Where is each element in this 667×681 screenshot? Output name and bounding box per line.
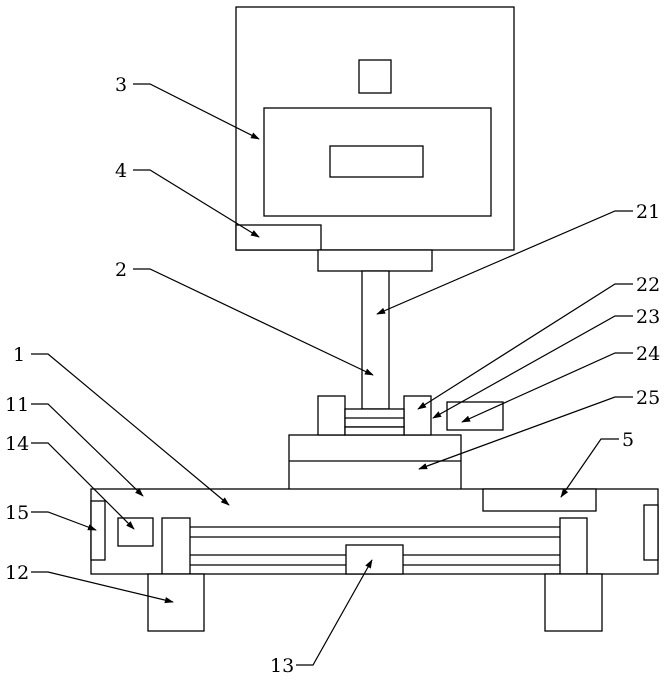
- label-2: 2: [115, 259, 127, 281]
- label-14: 14: [5, 433, 29, 455]
- label-12: 12: [5, 562, 29, 584]
- leader-22: [418, 284, 633, 409]
- housing-panel-window: [330, 146, 423, 177]
- support-column: [318, 250, 432, 409]
- rail-left-support: [162, 518, 190, 574]
- housing-top-square: [359, 60, 391, 93]
- label-25: 25: [636, 387, 660, 409]
- label-1: 1: [13, 344, 25, 366]
- leader-15: [31, 512, 96, 530]
- label-21: 21: [636, 201, 660, 223]
- rail-slider: [346, 545, 403, 574]
- label-5: 5: [622, 429, 634, 451]
- label-4: 4: [115, 160, 127, 182]
- leader-5: [561, 439, 619, 497]
- upper-housing: [236, 7, 514, 250]
- leader-13: [296, 560, 372, 665]
- label-11: 11: [5, 394, 29, 416]
- rail-right-support: [560, 518, 587, 574]
- label-15: 15: [5, 502, 29, 524]
- housing-corner-block: [236, 225, 321, 250]
- column-shaft: [362, 271, 389, 409]
- base-top-pad: [483, 489, 596, 511]
- right-foot: [545, 574, 602, 631]
- column-flange: [318, 250, 432, 271]
- label-23: 23: [636, 306, 660, 328]
- joint-right-ear: [404, 396, 431, 435]
- base-right-side-plate: [644, 505, 658, 560]
- leader-1: [31, 354, 229, 505]
- label-3: 3: [115, 74, 127, 96]
- label-13: 13: [270, 655, 294, 677]
- base-sensor-box: [118, 518, 153, 546]
- joint-assembly: [289, 396, 503, 490]
- joint-left-ear: [318, 396, 345, 435]
- label-22: 22: [636, 274, 660, 296]
- joint-plate-lower: [345, 427, 404, 435]
- label-24: 24: [636, 343, 660, 365]
- left-foot: [148, 574, 204, 631]
- base-left-side-plate: [91, 501, 105, 560]
- base-frame: [91, 489, 658, 631]
- leader-2: [133, 269, 373, 375]
